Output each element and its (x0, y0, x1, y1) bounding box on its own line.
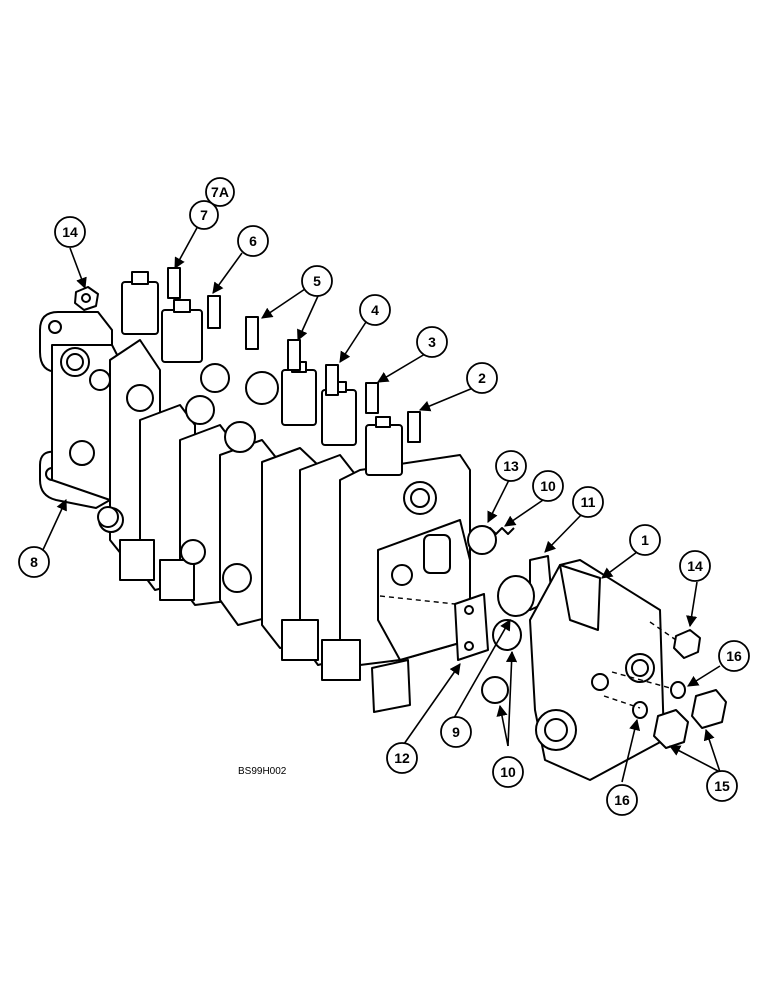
callout-16-lower: 16 (606, 784, 638, 816)
exploded-parts (377, 519, 727, 781)
callout-14-right: 14 (679, 550, 711, 582)
svg-text:10: 10 (540, 478, 556, 494)
outlet-end-cover-1 (529, 559, 665, 781)
svg-text:16: 16 (614, 792, 630, 808)
callout-15: 15 (706, 770, 738, 802)
svg-text:7: 7 (200, 207, 208, 223)
svg-text:9: 9 (452, 724, 460, 740)
callout-2: 2 (466, 362, 498, 394)
spool-ends (167, 267, 421, 443)
callout-7: 7 (189, 200, 219, 230)
svg-text:7A: 7A (211, 184, 229, 200)
o-ring-16-upper (670, 681, 686, 699)
svg-text:15: 15 (714, 778, 730, 794)
o-ring-9 (497, 575, 535, 617)
callout-labels: 14 7A 7 6 5 4 3 2 13 10 11 1 14 16 8 12 … (18, 177, 750, 816)
callout-1: 1 (629, 524, 661, 556)
callout-10-lower: 10 (492, 756, 524, 788)
control-valve-assembly (39, 267, 471, 713)
callout-12: 12 (386, 742, 418, 774)
svg-text:5: 5 (313, 273, 321, 289)
svg-text:4: 4 (371, 302, 379, 318)
callout-11: 11 (572, 486, 604, 518)
leader-lines (41, 225, 721, 783)
o-ring-10-b (481, 676, 509, 704)
relief-cartridges (69, 271, 403, 528)
svg-text:10: 10 (500, 764, 516, 780)
callout-8: 8 (18, 546, 50, 578)
callout-14: 14 (54, 216, 86, 248)
callout-4: 4 (359, 294, 391, 326)
o-ring-16-lower (632, 701, 648, 719)
alignment-lines (379, 595, 677, 709)
callout-6: 6 (237, 225, 269, 257)
svg-text:2: 2 (478, 370, 486, 386)
plate-12 (454, 593, 489, 661)
plug-15-lower (653, 709, 689, 749)
callout-13: 13 (495, 450, 527, 482)
svg-text:6: 6 (249, 233, 257, 249)
callout-16-upper: 16 (718, 640, 750, 672)
nut-14-right (673, 629, 701, 659)
svg-text:3: 3 (428, 334, 436, 350)
svg-text:16: 16 (726, 648, 742, 664)
nut-14-left (74, 286, 99, 311)
callout-10: 10 (532, 470, 564, 502)
svg-text:11: 11 (581, 494, 596, 510)
svg-text:14: 14 (687, 558, 703, 574)
callout-7a: 7A (205, 177, 235, 207)
seal-ring-10-upper (467, 525, 497, 555)
figure-code: BS99H002 (238, 766, 287, 777)
callout-9: 9 (440, 716, 472, 748)
svg-text:14: 14 (62, 224, 78, 240)
svg-text:12: 12 (394, 750, 410, 766)
callout-5: 5 (301, 265, 333, 297)
svg-text:1: 1 (641, 532, 649, 548)
plug-15-upper (691, 689, 727, 729)
svg-text:13: 13 (503, 458, 519, 474)
svg-text:8: 8 (30, 554, 38, 570)
callout-3: 3 (416, 326, 448, 358)
